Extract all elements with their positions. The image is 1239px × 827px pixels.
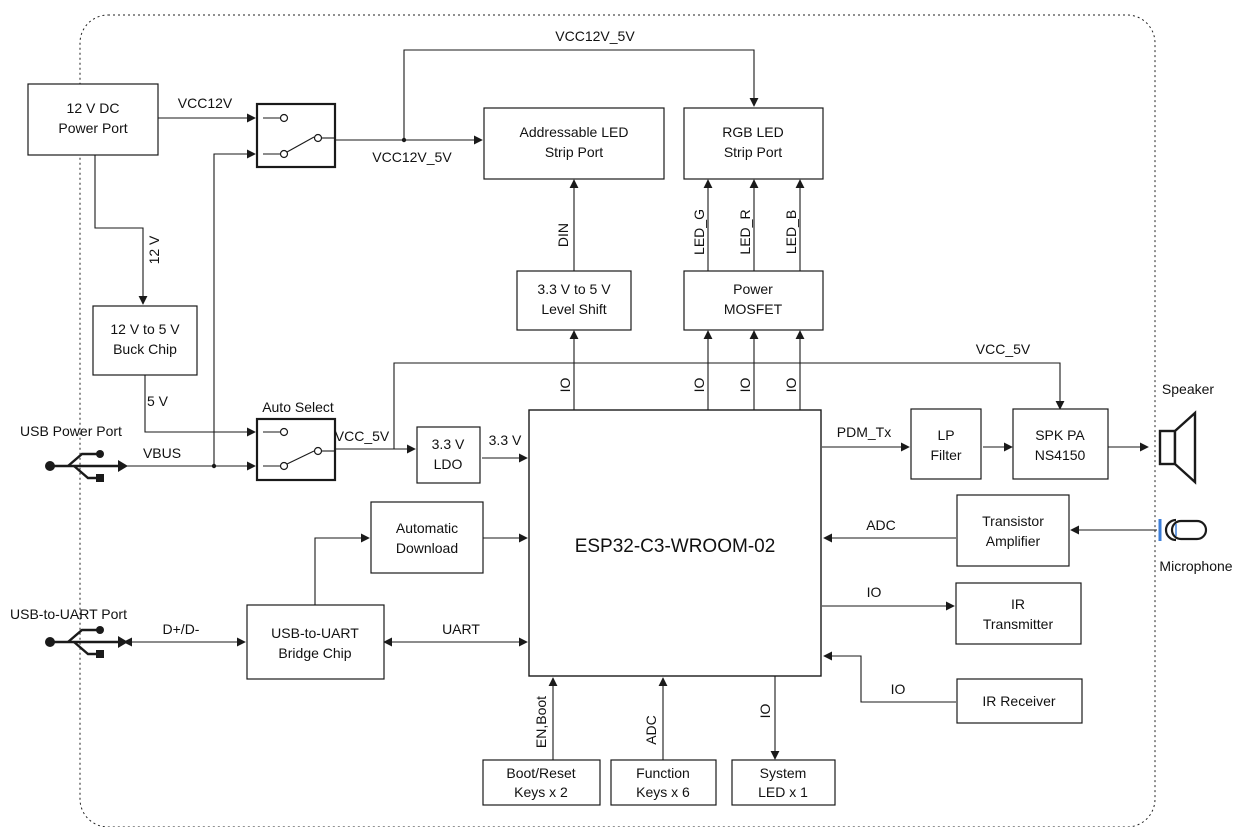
label-vcc12v-5v: VCC12V_5V xyxy=(372,149,452,165)
block-level-shift: 3.3 V to 5 V Level Shift xyxy=(516,270,632,331)
block-label-line2: Level Shift xyxy=(541,301,606,317)
label-12v: 12 V xyxy=(146,235,162,264)
label-vcc12v: VCC12V xyxy=(178,95,233,111)
label-vcc-5v-top: VCC_5V xyxy=(976,341,1031,357)
block-lp-filter: LP Filter xyxy=(910,408,982,480)
label-led-b: LED_B xyxy=(783,210,799,254)
label-io-level: IO xyxy=(557,378,573,393)
block-label-line2: MOSFET xyxy=(724,301,783,317)
switch-icon xyxy=(255,417,337,482)
label-din: DIN xyxy=(555,223,571,247)
block-esp32-c3-wroom-02: ESP32-C3-WROOM-02 xyxy=(528,409,822,677)
wire-12v-buck xyxy=(94,155,148,305)
block-label-line1: RGB LED xyxy=(722,124,783,140)
block-label: IR Receiver xyxy=(982,693,1055,709)
block-power-mosfet: Power MOSFET xyxy=(683,270,824,331)
block-label-line1: USB-to-UART xyxy=(271,625,359,641)
label-io-g: IO xyxy=(691,378,707,393)
label-led-g: LED_G xyxy=(691,209,707,255)
label-5v: 5 V xyxy=(147,393,169,409)
block-label-line2: Strip Port xyxy=(724,144,782,160)
label-vcc-5v-left: VCC_5V xyxy=(335,428,390,444)
label-led-r: LED_R xyxy=(737,209,753,254)
microphone-icon xyxy=(1158,518,1208,542)
usb-icon xyxy=(45,450,128,482)
label-auto-select: Auto Select xyxy=(262,399,334,415)
wire-vbus-up xyxy=(213,149,256,466)
block-boot-reset-keys: Boot/Reset Keys x 2 xyxy=(482,759,601,806)
block-addressable-led-strip-port: Addressable LED Strip Port xyxy=(483,107,665,180)
speaker-icon xyxy=(1158,410,1197,485)
wire-vcc12v-5v-top xyxy=(403,49,759,140)
label-3v3: 3.3 V xyxy=(489,432,522,448)
label-io-r: IO xyxy=(737,378,753,393)
board-outline xyxy=(79,14,1156,827)
label-adc-mic: ADC xyxy=(866,517,896,533)
label-speaker: Speaker xyxy=(1162,381,1214,397)
block-label-line1: System xyxy=(760,765,807,781)
block-label-line2: Filter xyxy=(930,447,961,463)
block-label-line1: 3.3 V to 5 V xyxy=(537,281,611,297)
label-vcc12v-5v-top: VCC12V_5V xyxy=(555,28,635,44)
block-label-line2: Buck Chip xyxy=(113,341,177,357)
block-label-line1: Addressable LED xyxy=(520,124,629,140)
wire-5v xyxy=(144,375,256,437)
block-label-line2: Download xyxy=(396,540,458,556)
label-en-boot: EN,Boot xyxy=(533,696,549,748)
label-adc-keys: ADC xyxy=(643,715,659,745)
block-system-led: System LED x 1 xyxy=(731,759,836,806)
block-12v-dc-power-port: 12 V DC Power Port xyxy=(27,83,159,156)
block-buck-chip: 12 V to 5 V Buck Chip xyxy=(92,305,198,376)
wire-io-ir-rx xyxy=(823,651,956,703)
block-label-line2: Bridge Chip xyxy=(278,645,351,661)
wire-vcc-5v-top xyxy=(393,362,1065,449)
block-label-line1: 12 V to 5 V xyxy=(110,321,180,337)
block-ldo: 3.3 V LDO xyxy=(416,426,481,484)
block-automatic-download: Automatic Download xyxy=(370,501,484,574)
esp32-module-label: ESP32-C3-WROOM-02 xyxy=(575,536,776,557)
block-label-line2: Keys x 2 xyxy=(514,784,568,800)
junction-dot xyxy=(211,463,217,469)
block-transistor-amplifier: Transistor Amplifier xyxy=(956,494,1070,567)
label-dp-dm: D+/D- xyxy=(163,621,200,637)
label-uart: UART xyxy=(442,621,480,637)
label-usb-power-port: USB Power Port xyxy=(20,423,122,439)
label-io-ir-rx: IO xyxy=(891,681,906,697)
block-label-line2: Keys x 6 xyxy=(636,784,690,800)
block-label-line1: 12 V DC xyxy=(67,100,120,116)
block-label-line1: Boot/Reset xyxy=(506,765,575,781)
block-label-line2: LDO xyxy=(434,456,463,472)
label-io-led: IO xyxy=(757,704,773,719)
block-usb-to-uart-bridge-chip: USB-to-UART Bridge Chip xyxy=(246,604,385,680)
switch-icon xyxy=(255,102,337,169)
block-label-line1: Function xyxy=(636,765,690,781)
block-label-line1: SPK PA xyxy=(1035,427,1085,443)
block-label-line2: Power Port xyxy=(58,120,127,136)
wire-bridge-autodl xyxy=(314,533,370,605)
block-label-line2: Transmitter xyxy=(983,616,1054,632)
block-label-line1: LP xyxy=(937,427,954,443)
block-label-line2: Amplifier xyxy=(986,533,1041,549)
block-ir-transmitter: IR Transmitter xyxy=(955,582,1082,645)
label-io-b: IO xyxy=(783,378,799,393)
block-label-line2: LED x 1 xyxy=(758,784,808,800)
label-io-ir-tx: IO xyxy=(867,584,882,600)
block-label-line1: Power xyxy=(733,281,773,297)
block-function-keys: Function Keys x 6 xyxy=(610,759,717,806)
block-label-line1: 3.3 V xyxy=(432,436,465,452)
label-microphone: Microphone xyxy=(1159,558,1232,574)
label-pdm-tx: PDM_Tx xyxy=(837,424,891,440)
label-vbus: VBUS xyxy=(143,445,181,461)
block-rgb-led-strip-port: RGB LED Strip Port xyxy=(683,107,824,180)
usb-icon xyxy=(45,626,128,658)
block-label-line2: Strip Port xyxy=(545,144,603,160)
label-usb-uart-port: USB-to-UART Port xyxy=(10,606,127,622)
block-ir-receiver: IR Receiver xyxy=(956,678,1083,724)
block-label-line1: Transistor xyxy=(982,513,1044,529)
block-label-line2: NS4150 xyxy=(1035,447,1086,463)
block-label-line1: IR xyxy=(1011,596,1025,612)
block-label-line1: Automatic xyxy=(396,520,458,536)
block-spk-pa: SPK PA NS4150 xyxy=(1012,408,1109,480)
